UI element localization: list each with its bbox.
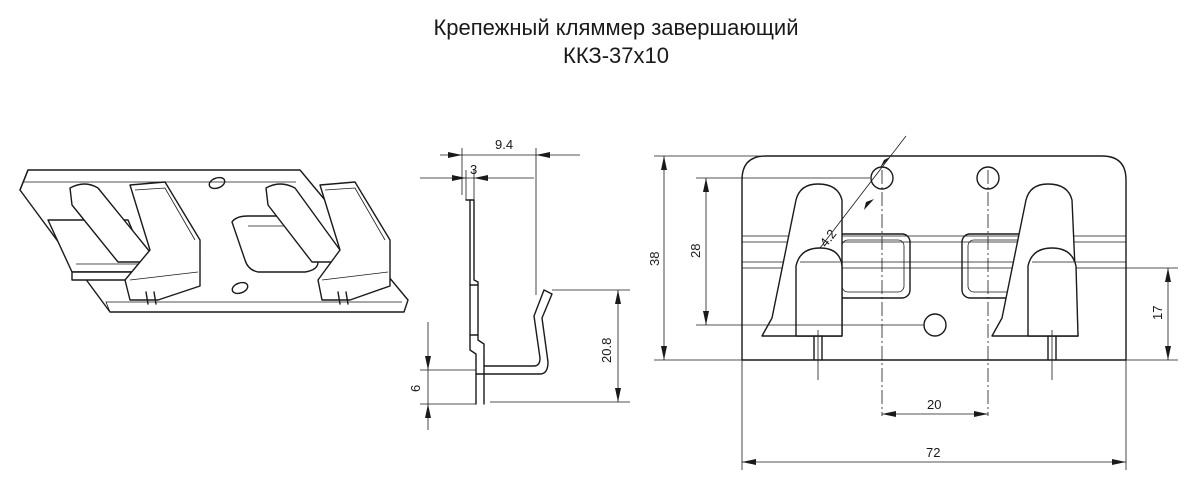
title-line-2: ККЗ-37х10	[563, 43, 669, 68]
drawing-title: Крепежный кляммер завершающий ККЗ-37х10	[0, 14, 1200, 70]
side-view: 9.4 3 20.8 6	[408, 137, 630, 430]
dim-28: 28	[688, 244, 703, 258]
dim-6: 6	[408, 385, 423, 392]
title-line-1: Крепежный кляммер завершающий	[433, 15, 799, 40]
dim-20: 20	[927, 397, 941, 412]
dim-20-8: 20.8	[599, 338, 614, 363]
dim-72: 72	[926, 445, 940, 460]
dim-3: 3	[470, 162, 477, 177]
dim-9-4: 9.4	[495, 137, 513, 152]
dim-38: 38	[647, 252, 662, 266]
front-view: 38 28 17 4.2 20 72	[647, 135, 1178, 470]
isometric-view	[19, 169, 409, 313]
dim-17: 17	[1150, 306, 1165, 320]
